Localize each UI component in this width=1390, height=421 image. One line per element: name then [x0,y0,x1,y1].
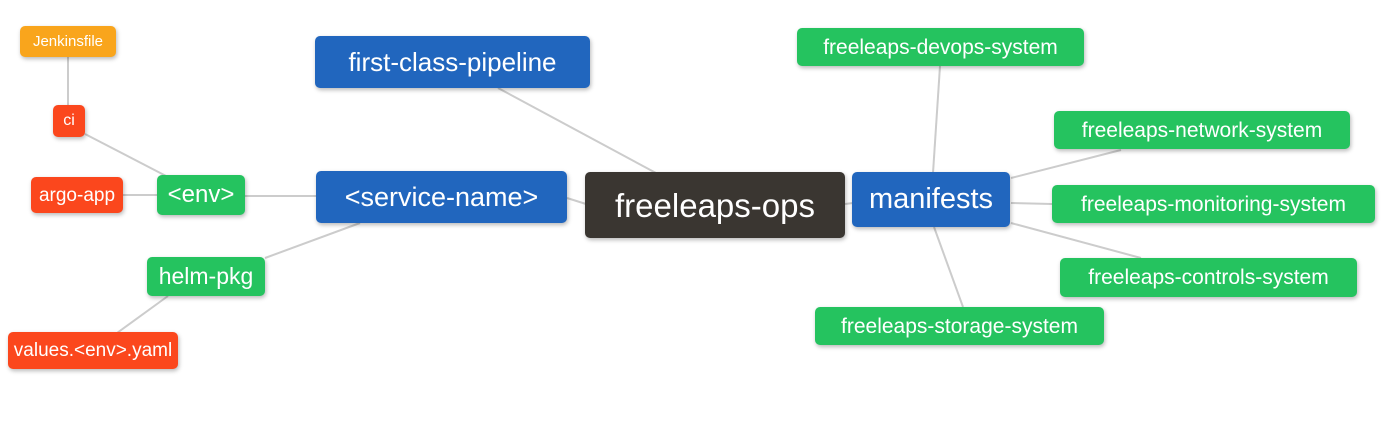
node-jenkinsfile[interactable]: Jenkinsfile [20,26,116,57]
node-values-env-yaml[interactable]: values.<env>.yaml [8,332,178,369]
edge-freeleaps-ops-manifests [844,202,854,205]
node-freeleaps-network-system[interactable]: freeleaps-network-system [1054,111,1350,149]
node-freeleaps-monitoring-system[interactable]: freeleaps-monitoring-system [1052,185,1375,223]
edge-service-name-freeleaps-ops [566,197,587,205]
edge-manifests-storage-system [933,226,964,308]
edge-manifests-controls-system [1010,222,1142,259]
node-freeleaps-controls-system[interactable]: freeleaps-controls-system [1060,258,1357,297]
edge-manifests-devops-system [932,65,941,174]
edge-manifests-monitoring-system [1010,202,1053,205]
node-freeleaps-storage-system[interactable]: freeleaps-storage-system [815,307,1104,345]
node-ci[interactable]: ci [53,105,85,137]
node-freeleaps-devops-system[interactable]: freeleaps-devops-system [797,28,1084,66]
node-manifests[interactable]: manifests [852,172,1010,227]
node-argo-app[interactable]: argo-app [31,177,123,213]
node-freeleaps-ops[interactable]: freeleaps-ops [585,172,845,238]
node-service-name[interactable]: <service-name> [316,171,567,223]
edge-service-name-helm-pkg [264,222,361,259]
node-env[interactable]: <env> [157,175,245,215]
node-first-class-pipeline[interactable]: first-class-pipeline [315,36,590,88]
edge-first-class-pipeline-freeleaps-ops [497,87,657,174]
edge-helm-pkg-values-env-yaml [116,295,169,334]
edge-ci-env [84,133,169,178]
node-helm-pkg[interactable]: helm-pkg [147,257,265,296]
edge-manifests-network-system [1010,149,1122,179]
